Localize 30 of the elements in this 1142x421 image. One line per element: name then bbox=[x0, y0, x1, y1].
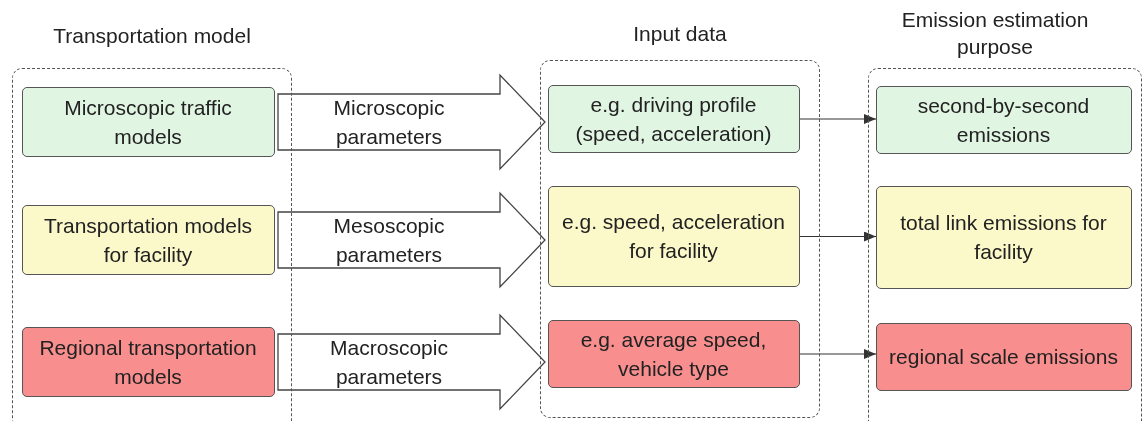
box-text: total link emissions for facility bbox=[899, 210, 1108, 265]
process-box bbox=[875, 185, 1132, 289]
box-text: e.g. average speed, vehicle type bbox=[579, 326, 768, 382]
block-arrow bbox=[277, 313, 546, 411]
edge-label: Mesoscopic parameters bbox=[332, 214, 446, 266]
process-box bbox=[21, 204, 275, 275]
process-box bbox=[21, 86, 275, 157]
arrow bbox=[799, 114, 877, 124]
edge-label: Macroscopic parameters bbox=[329, 336, 449, 388]
process-box bbox=[547, 84, 800, 153]
block-arrow bbox=[277, 191, 546, 289]
box-text: regional scale emissions bbox=[889, 344, 1118, 370]
process-box bbox=[21, 326, 275, 397]
box-text: Transportation models for facility bbox=[42, 212, 254, 268]
group-heading: Transportation model bbox=[52, 23, 252, 49]
group-heading: Emission estimation purpose bbox=[900, 7, 1090, 60]
process-box bbox=[875, 322, 1132, 391]
process-box bbox=[547, 319, 800, 388]
process-box bbox=[547, 185, 800, 287]
arrow bbox=[799, 349, 877, 359]
box-text: second-by-second emissions bbox=[916, 92, 1091, 148]
group-heading: Input data bbox=[632, 21, 728, 47]
box-text: e.g. speed, acceleration for facility bbox=[561, 209, 786, 264]
process-box bbox=[875, 85, 1132, 154]
box-text: Regional transportation models bbox=[38, 334, 258, 390]
edge-label: Microscopic parameters bbox=[332, 96, 446, 148]
box-text: Microscopic traffic models bbox=[63, 94, 233, 150]
arrow bbox=[799, 231, 877, 242]
box-text: e.g. driving profile (speed, acceleration) bbox=[574, 91, 773, 147]
block-arrow bbox=[277, 73, 546, 171]
